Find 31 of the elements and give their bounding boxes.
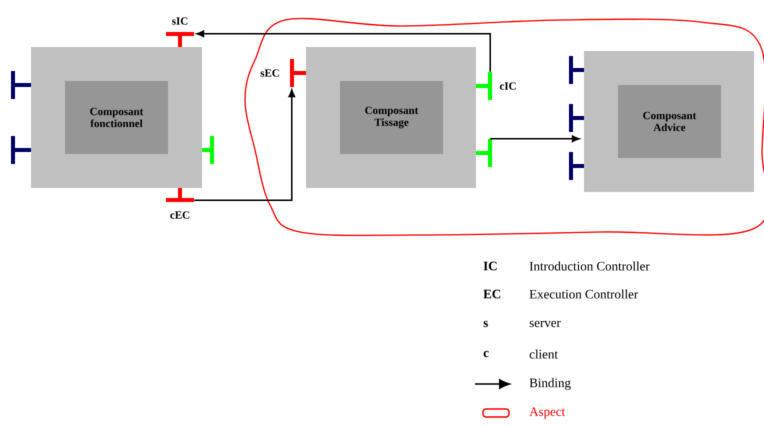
port-symbol [164,186,196,202]
arrow [196,30,491,72]
port-label: sEC [260,69,279,77]
port-symbol [474,70,492,102]
port-symbol [11,134,33,166]
port-symbol [569,54,586,86]
arrow [194,89,296,201]
port-symbol [200,134,214,166]
port-symbol [11,69,33,101]
port-label: sIC [172,17,188,25]
key-symbol: s [484,320,488,328]
port-symbol [569,150,586,182]
port-symbol [569,102,586,134]
key-text: Execution Controller [530,289,638,299]
legend-text: Binding [530,378,571,390]
arrow [490,135,580,142]
component-label-box: Composant Tissage [340,81,443,154]
key-text: Introduction Controller [530,261,650,271]
key-text: server [530,320,561,328]
port-symbol [164,32,196,49]
key-text: client [530,349,558,359]
component-label-box: Composant fonctionnel [65,81,168,154]
port-symbol [290,57,308,89]
port-label: cEC [170,211,190,219]
legend-text: Aspect [529,407,566,419]
key-symbol: EC [483,290,500,298]
key-symbol: c [484,350,489,358]
port-label: cIC [500,82,516,90]
port-symbol [474,137,492,169]
key-symbol: IC [484,262,497,270]
component-label-box: Composant Advice [618,85,721,158]
